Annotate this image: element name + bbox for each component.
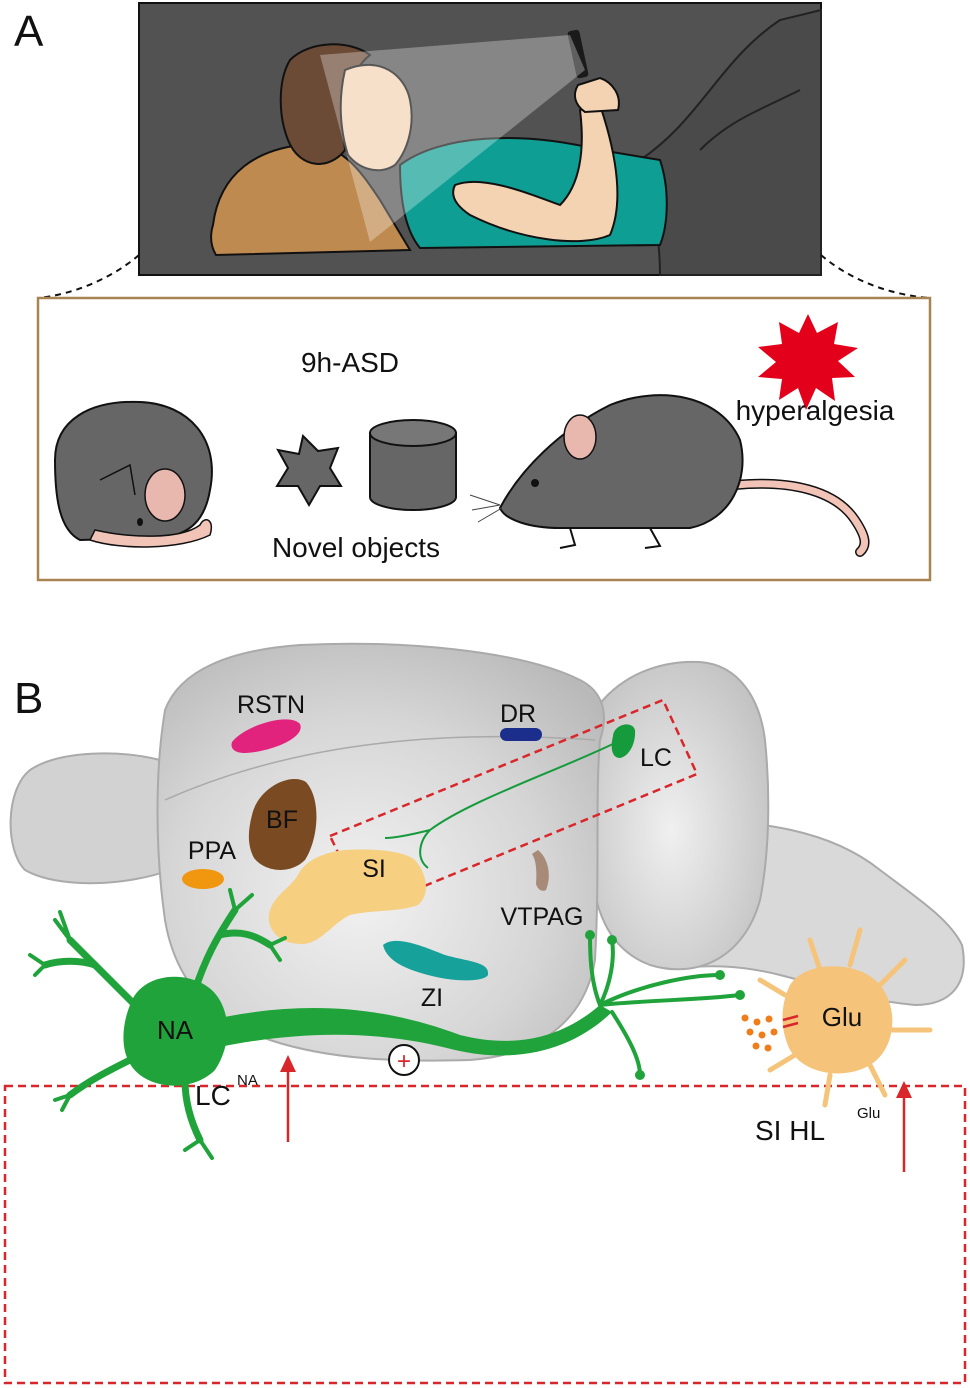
vtpag-label: VTPAG [501, 903, 584, 931]
lc-si-projection [384, 741, 618, 869]
dr-region [500, 728, 542, 741]
inset-box [3, 1084, 967, 1385]
excitation-symbol-text: + [397, 1048, 411, 1075]
zi-label: ZI [421, 984, 443, 1012]
ppa-region [182, 869, 224, 889]
rstn-region [231, 719, 301, 753]
si-region [268, 849, 426, 945]
si-label: SI [362, 855, 386, 883]
lc-na-label: LC [195, 1080, 231, 1111]
ppa-label: PPA [188, 837, 236, 865]
na-up-arrow [280, 1055, 296, 1142]
brain-regions: RSTN DR LC BF PPA SI VTPAG ZI [182, 691, 672, 1012]
zoom-connector-right [820, 254, 931, 299]
panel-b-label: B [14, 674, 43, 723]
star-object-icon [275, 434, 343, 507]
dr-label: DR [500, 700, 536, 728]
lc-region [611, 724, 636, 758]
vtpag-region [532, 850, 549, 891]
lc-region-label: LC [640, 744, 672, 772]
rstn-label: RSTN [237, 691, 305, 719]
sleeping-mouse-icon [53, 400, 213, 548]
experiment-box: 9h-ASD Novel objects hyperalgesia [36, 296, 932, 582]
outcome-label: hyperalgesia [736, 395, 895, 426]
panel-a-label: A [14, 7, 44, 56]
glu-up-arrow [896, 1081, 912, 1172]
awake-mouse-icon [469, 394, 870, 557]
condition-label: 9h-ASD [301, 347, 399, 378]
vesicles [741, 1014, 778, 1052]
bf-label: BF [266, 806, 298, 834]
si-hl-superscript: Glu [857, 1105, 880, 1122]
na-label: NA [157, 1015, 194, 1045]
glu-label: Glu [822, 1002, 862, 1032]
bedroom-scene [138, 2, 822, 276]
zi-region [383, 940, 489, 981]
objects-caption: Novel objects [272, 532, 440, 563]
na-neuron: NA [28, 888, 745, 1160]
bf-region [248, 778, 317, 870]
pain-burst-icon [758, 314, 858, 410]
excitation-symbol: + [388, 1044, 420, 1076]
zoom-connector-left [37, 254, 140, 299]
si-hl-label: SI HL [755, 1115, 825, 1146]
glu-neuron: Glu [757, 927, 933, 1108]
cylinder-object-icon [369, 419, 457, 511]
lc-na-superscript: NA [237, 1072, 258, 1089]
